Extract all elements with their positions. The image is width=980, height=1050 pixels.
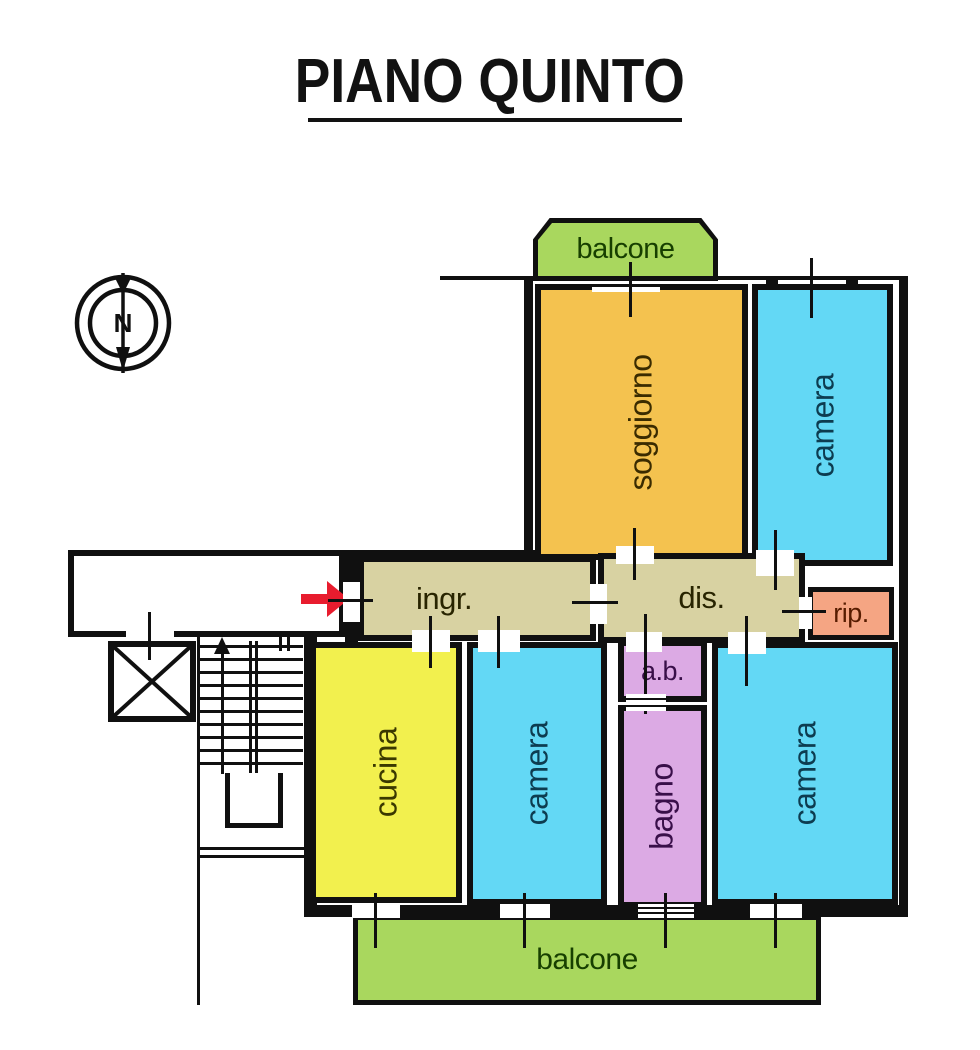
page-title: PIANO QUINTO [294,47,686,116]
entrance-door-opening [343,582,360,622]
room-label-ingresso: ingr. [416,580,473,616]
stairs-direction-line [221,652,224,774]
room-label-soggiorno: soggiorno [622,353,659,491]
door-disimpegno-ripostiglio [799,597,812,629]
stairs-divider-a [249,641,252,775]
room-soggiorno: soggiorno [535,284,748,560]
room-label-bagno: bagno [644,763,681,850]
elevator-x-icon [114,647,190,716]
stair-landing [68,550,345,637]
room-label-balcone-top: balcone [576,233,675,265]
room-label-disimpegno: dis. [678,580,725,615]
door-antibagno-bagno [626,694,666,711]
corridor-top-wall [340,550,535,559]
door-ingresso-camera-bl-tick [497,616,500,668]
room-label-camera-bottom-right: camera [786,721,823,826]
north-letter: N [114,308,133,338]
room-balcone-bottom: balcone [353,915,821,1005]
door-disimpegno-ripostiglio-tick [782,610,826,613]
balcone-top-fill: balcone [538,223,713,276]
window-tick-bagno [664,893,667,948]
soggiorno-balcony-tick [629,262,632,317]
door-disimpegno-antibagno-tick [644,614,647,714]
stairs-rail-tick-a [279,633,282,651]
door-soggiorno-disimpegno-tick [633,528,636,580]
window-tick-camera-br [774,893,777,948]
room-ripostiglio: rip. [808,587,894,640]
door-ingresso-cucina-tick [429,616,432,668]
camera-tr-window-tick [810,258,813,318]
entrance-door-tick [328,599,373,602]
room-label-antibagno: a.b. [640,655,685,686]
title-underline [308,118,682,122]
landing-elevator-tick [148,612,151,660]
wall-left-of-soggiorno [524,276,533,558]
stairwell-left-line [197,637,200,1005]
stairwell-bottom-line-a [197,847,304,850]
stairs-lower-landing [225,773,283,828]
door-antibagno-bagno-line-b [626,705,666,707]
room-camera-top-right: camera [752,284,893,566]
door-camera-tr-disimpegno-tick [774,530,777,590]
stairs-up-arrowhead [214,637,230,654]
elevator [108,641,196,722]
room-cucina: cucina [310,642,462,903]
room-balcone-top: balcone [533,218,718,281]
door-antibagno-bagno-line-a [626,698,666,700]
room-label-balcone-bottom: balcone [536,943,638,976]
room-label-ripostiglio: rip. [833,598,869,628]
camera-tr-window-stub-left [766,276,778,290]
north-compass-icon: N [74,273,172,373]
room-label-cucina: cucina [367,727,404,818]
soggiorno-balcony-glaze [592,284,660,287]
room-camera-bottom-left: camera [467,642,607,905]
outer-wall-right [899,276,908,917]
window-tick-cucina [374,893,377,948]
window-tick-camera-bl [523,893,526,948]
stairs-divider-b [255,641,258,775]
door-ingresso-disimpegno-tick [572,601,618,604]
stairwell-bottom-line-b [197,855,304,858]
room-label-camera-bottom-left: camera [518,721,555,826]
camera-tr-window-stub-right [846,276,858,290]
stairs-rail-tick-b [287,633,290,651]
room-label-camera-top-right: camera [803,373,840,477]
door-ingresso-disimpegno [590,584,607,624]
room-camera-bottom-right: camera [712,642,898,905]
room-bagno: bagno [618,705,707,908]
room-ingresso: ingr. [358,556,596,641]
door-disimpegno-camera-br-tick [745,616,748,686]
